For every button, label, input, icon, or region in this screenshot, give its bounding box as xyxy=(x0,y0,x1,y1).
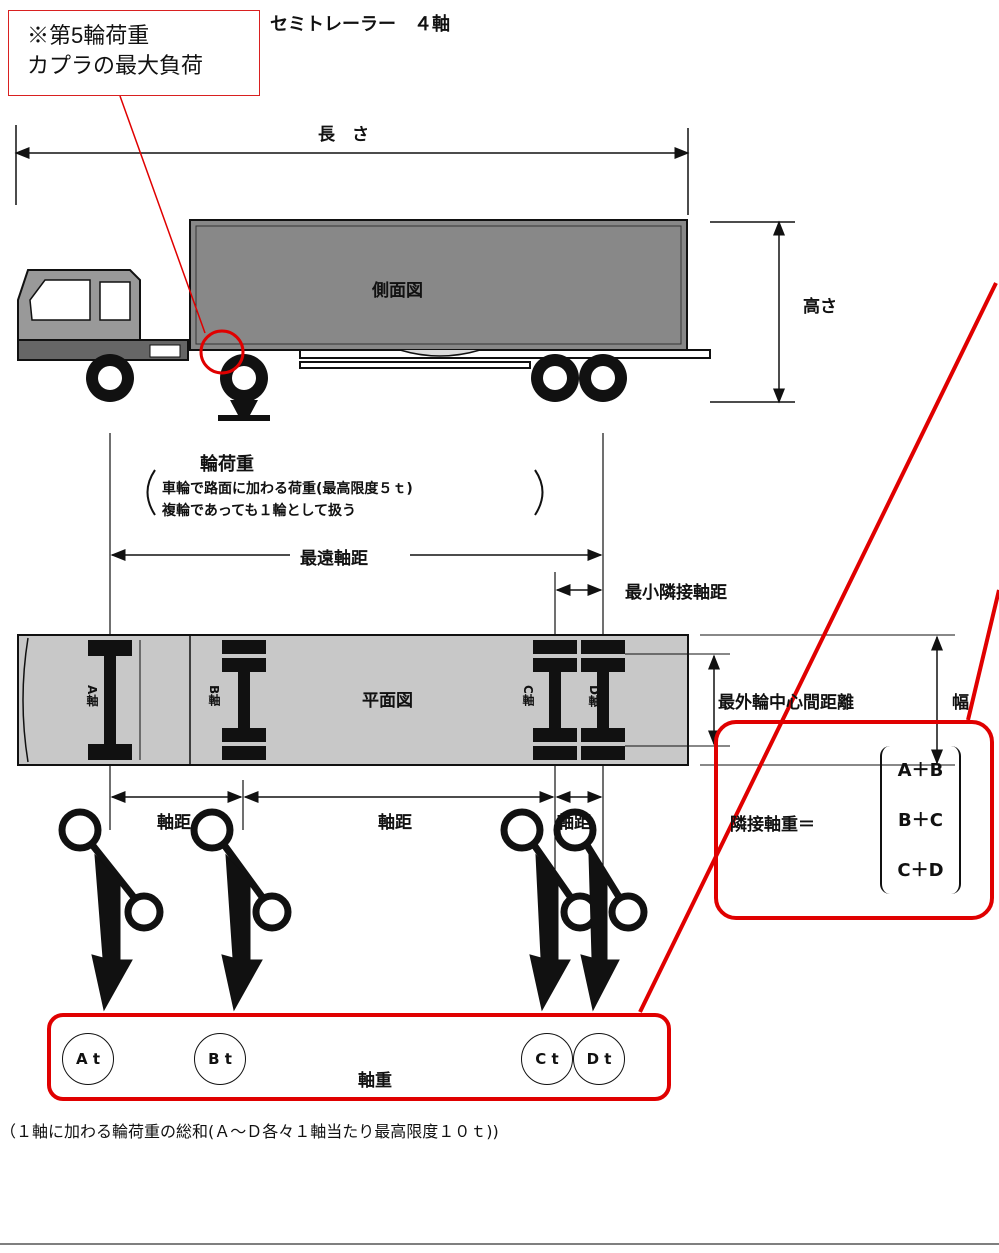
fifth-wheel-callout: ※第5輪荷重 カプラの最大負荷 xyxy=(8,10,260,96)
axle-a-label: A軸 xyxy=(85,685,99,707)
length-label: 長 さ xyxy=(318,125,369,145)
plan-view-label: 平面図 xyxy=(362,691,413,711)
axle-weight-a: A t xyxy=(62,1033,114,1085)
adjacent-axle-weight-highlight-box xyxy=(714,720,994,920)
axle-load-arrows xyxy=(58,808,648,1012)
plan-view-truck xyxy=(17,634,689,766)
side-view-label: 側面図 xyxy=(372,281,423,301)
footer-note: （１軸に加わる輪荷重の総和(Ａ～Ｄ各々１軸当たり最高限度１０ｔ)) xyxy=(0,1122,499,1141)
axle-c-label: C軸 xyxy=(521,685,535,706)
wheel-load-title: 輪荷重 xyxy=(200,454,254,475)
axle-weight-b: B t xyxy=(194,1033,246,1085)
min-adjacent-axle-distance-label: 最小隣接軸距 xyxy=(625,583,727,603)
height-label: 高さ xyxy=(803,297,837,317)
axle-distance-label-3: 軸距 xyxy=(557,813,591,833)
callout-line-1: ※第5輪荷重 xyxy=(27,23,150,48)
adjacent-axle-weight-bracket: A＋B B＋C C＋D xyxy=(880,746,961,894)
axle-weight-d: D t xyxy=(573,1033,625,1085)
axle-weight-label: 軸重 xyxy=(358,1071,392,1091)
wheel-load-line-2: 複輪であっても１輪として扱う xyxy=(162,503,357,519)
max-axle-distance-label: 最遠軸距 xyxy=(300,549,368,569)
axle-distance-label-2: 軸距 xyxy=(378,813,412,833)
axle-b-label: B軸 xyxy=(207,685,221,707)
fifth-wheel-highlight xyxy=(199,329,245,375)
axle-weight-c: C t xyxy=(521,1033,573,1085)
width-label: 幅 xyxy=(952,693,969,713)
diagram-title: セミトレーラー ４軸 xyxy=(270,14,450,35)
outer-wheel-center-distance-label: 最外輪中心間距離 xyxy=(718,693,854,713)
side-view-truck xyxy=(17,219,711,421)
wheel-load-line-1: 車輪で路面に加わる荷重(最高限度５ｔ) xyxy=(162,481,413,497)
adjacent-axle-weight-label: 隣接軸重＝ xyxy=(730,815,815,835)
adjacent-item-2: B＋C xyxy=(898,810,943,831)
callout-line-2: カプラの最大負荷 xyxy=(27,53,204,78)
axle-d-label: D軸 xyxy=(587,685,601,707)
adjacent-item-3: C＋D xyxy=(897,860,944,881)
adjacent-item-1: A＋B xyxy=(897,760,944,781)
axle-distance-label-1: 軸距 xyxy=(157,813,191,833)
axle-weight-highlight-box xyxy=(47,1013,671,1101)
